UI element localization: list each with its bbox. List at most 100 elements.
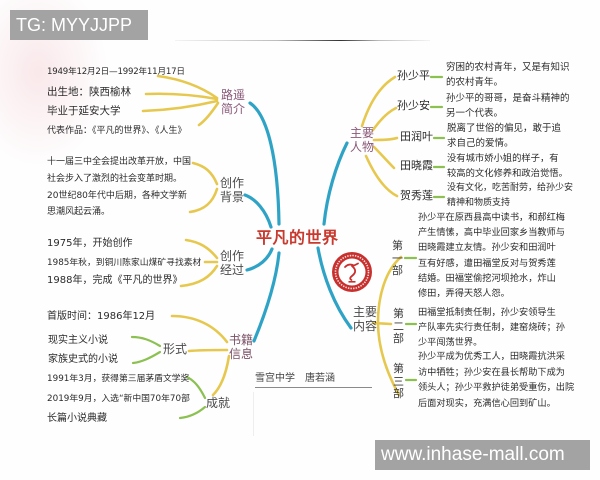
leaf-line bbox=[178, 405, 207, 420]
branch-line-process bbox=[245, 247, 274, 272]
paper-fold-line bbox=[253, 392, 254, 436]
sub-line bbox=[364, 154, 399, 198]
text-line: 社会步入了激烈的社会变革时期。 bbox=[47, 173, 183, 184]
node-label-line: 经过 bbox=[220, 262, 245, 277]
paper-edge-line bbox=[175, 40, 430, 41]
character-desc: 脱离了世俗的偏见，敢于追 求自己的爱情。 bbox=[447, 121, 561, 151]
sub-line bbox=[371, 321, 393, 326]
sub-line bbox=[144, 92, 219, 101]
node-label-line: 内容 bbox=[353, 318, 378, 333]
first-edition: 首版时间：1986年12月 bbox=[47, 311, 156, 322]
author-works: 代表作品：《平凡的世界》、《人生》 bbox=[47, 125, 187, 136]
leaf-line bbox=[130, 335, 162, 348]
text-line: 田晓霞建立友情。孙少安和田润叶 bbox=[418, 242, 556, 254]
branch-line-author-intro bbox=[248, 101, 281, 226]
form-item: 家族史式的小说 bbox=[48, 354, 118, 365]
process-items: 1975年，开始创作 1985年秋，到铜川陈家山煤矿寻找素材 1988年，完成《… bbox=[47, 235, 201, 291]
node-label-line: 背景 bbox=[220, 189, 245, 204]
text-line: 没有城市娇小姐的样子，有 bbox=[447, 152, 559, 164]
text-line: 较高的文化修养和政治觉悟。 bbox=[447, 167, 568, 179]
sub-line bbox=[156, 74, 219, 100]
text-line: 领头人；孙少平救护徒弟受重伤，出院 bbox=[418, 382, 575, 394]
node-label-line: 创作 bbox=[220, 249, 245, 263]
node-content: 主要 内容 bbox=[353, 305, 378, 333]
text-line: 少平闯荡世界。 bbox=[418, 337, 483, 349]
node-characters: 主要 人物 bbox=[350, 126, 375, 154]
node-label-line: 简介 bbox=[221, 101, 246, 116]
text-line: 精神和物质支持 bbox=[447, 197, 511, 208]
text-line: 1991年3月，获得第三届茅盾文学奖 bbox=[47, 374, 190, 384]
school-logo-icon bbox=[332, 252, 372, 292]
central-topic: 平凡的世界 bbox=[256, 228, 339, 247]
text-line: 互有好感，遭田福堂反对与贺秀莲 bbox=[418, 257, 556, 269]
text-line: 另一个代表。 bbox=[446, 107, 504, 119]
node-label-line: 人物 bbox=[350, 139, 375, 154]
watermark-bottom-right: www.inhase-mall.com bbox=[375, 440, 590, 470]
character-desc: 没有城市娇小姐的样子，有 较高的文化修养和政治觉悟。 bbox=[447, 151, 568, 181]
text-line: 2019年9月，入选“新中国70年70部 bbox=[47, 393, 190, 404]
sub-line bbox=[191, 161, 219, 186]
author-birthplace: 出生地：陕西榆林 bbox=[47, 85, 131, 98]
text-line: 产队率先实行责任制，建窑烧砖；孙 bbox=[418, 322, 565, 334]
part-label: 第一部 bbox=[392, 239, 403, 277]
text-line: 孙少平成为优秀工人，田晓霞抗洪采 bbox=[418, 351, 565, 362]
sub-line bbox=[179, 264, 219, 288]
text-line: 后面对现实，充满信心回到矿山。 bbox=[418, 397, 556, 409]
process-item: 1988年，完成《平凡的世界》 bbox=[47, 275, 183, 286]
process-item: 1975年，开始创作 bbox=[47, 238, 133, 249]
author-signature: 雪宫中学 唐若涵 bbox=[255, 373, 372, 388]
node-label-line: 创作 bbox=[220, 176, 245, 190]
text-line: 孙少平在原西县高中读书，和郝红梅 bbox=[418, 212, 565, 223]
node-book-info: 书籍 信息 bbox=[229, 333, 254, 361]
character-name: 田润叶 bbox=[400, 130, 433, 143]
leaf-line bbox=[131, 350, 162, 365]
sub-line bbox=[371, 106, 398, 132]
author-intro-items: 1949年12月2日—1992年11月17日 出生地：陕西榆林 毕业于延安大学 … bbox=[47, 63, 187, 141]
sub-line bbox=[187, 348, 229, 353]
character-desc: 穷困的农村青年，又是有知识 的农村青年。 bbox=[446, 60, 570, 90]
background-text: 十一届三中全会提出改革开放，中国 社会步入了激烈的社会变革时期。 20世纪80年… bbox=[47, 154, 191, 221]
node-form: 形式 bbox=[163, 342, 188, 356]
node-label-line: 路遥 bbox=[221, 88, 246, 102]
form-items: 现实主义小说 家族史式的小说 bbox=[48, 331, 118, 369]
node-label-line: 信息 bbox=[229, 346, 254, 361]
part-text: 孙少平成为优秀工人，田晓霞抗洪采 访中牺牲；孙少安在县长帮助下成为 领头人；孙少… bbox=[418, 349, 574, 411]
character-desc: 孙少平的哥哥，是奋斗精神的 另一个代表。 bbox=[446, 91, 570, 121]
branch-line-book-info bbox=[252, 251, 281, 343]
text-line: 没有文化，吃苦耐劳，给孙少安 bbox=[447, 182, 574, 193]
sub-line bbox=[184, 238, 219, 260]
text-line: 访中牺牲；孙少安在县长帮助下成为 bbox=[418, 366, 565, 378]
text-line: 思潮风起云涌。 bbox=[47, 207, 111, 218]
text-line: 长篇小说典藏 bbox=[47, 413, 107, 425]
achievement-text: 1991年3月，获得第三届茅盾文学奖 2019年9月，入选“新中国70年70部 … bbox=[47, 370, 190, 429]
sub-line bbox=[211, 354, 231, 397]
text-line: 结婚。田福堂偷挖河坝抢水，炸山 bbox=[418, 272, 556, 284]
text-line: 的农村青年。 bbox=[446, 76, 504, 88]
text-line: 孙少平的哥哥，是奋斗精神的 bbox=[446, 92, 570, 104]
leaf-line bbox=[185, 375, 207, 400]
text-line: 穷困的农村青年，又是有知识 bbox=[446, 61, 570, 73]
sub-line bbox=[141, 99, 219, 113]
text-line: 产生情愫，高中毕业回家乡当教师与 bbox=[418, 227, 565, 239]
sub-line bbox=[360, 75, 397, 128]
character-name: 孙少平 bbox=[397, 69, 430, 82]
sub-line bbox=[188, 187, 219, 214]
sub-line bbox=[372, 145, 396, 170]
character-name: 贺秀莲 bbox=[400, 189, 433, 202]
sub-line bbox=[170, 314, 229, 344]
text-line: 十一届三中全会提出改革开放，中国 bbox=[47, 157, 192, 167]
text-line: 20世纪80年代中后期，各种文学新 bbox=[47, 190, 187, 201]
process-item: 1985年秋，到铜川陈家山煤矿寻找素材 bbox=[47, 257, 202, 268]
part-label: 第三部 bbox=[393, 362, 404, 400]
text-line: 田福堂抵制责任制，孙少安领导生 bbox=[418, 307, 556, 318]
character-name: 田晓霞 bbox=[400, 159, 433, 172]
branch-line-characters bbox=[322, 141, 349, 226]
node-label-line: 主要 bbox=[353, 305, 378, 319]
part-label: 第二部 bbox=[393, 307, 404, 345]
author-lifespan: 1949年12月2日—1992年11月17日 bbox=[47, 67, 185, 77]
branch-line-content bbox=[316, 246, 353, 330]
node-background: 创作 背景 bbox=[220, 176, 245, 204]
text-line: 修田，弄得天怒人怨。 bbox=[418, 288, 510, 300]
